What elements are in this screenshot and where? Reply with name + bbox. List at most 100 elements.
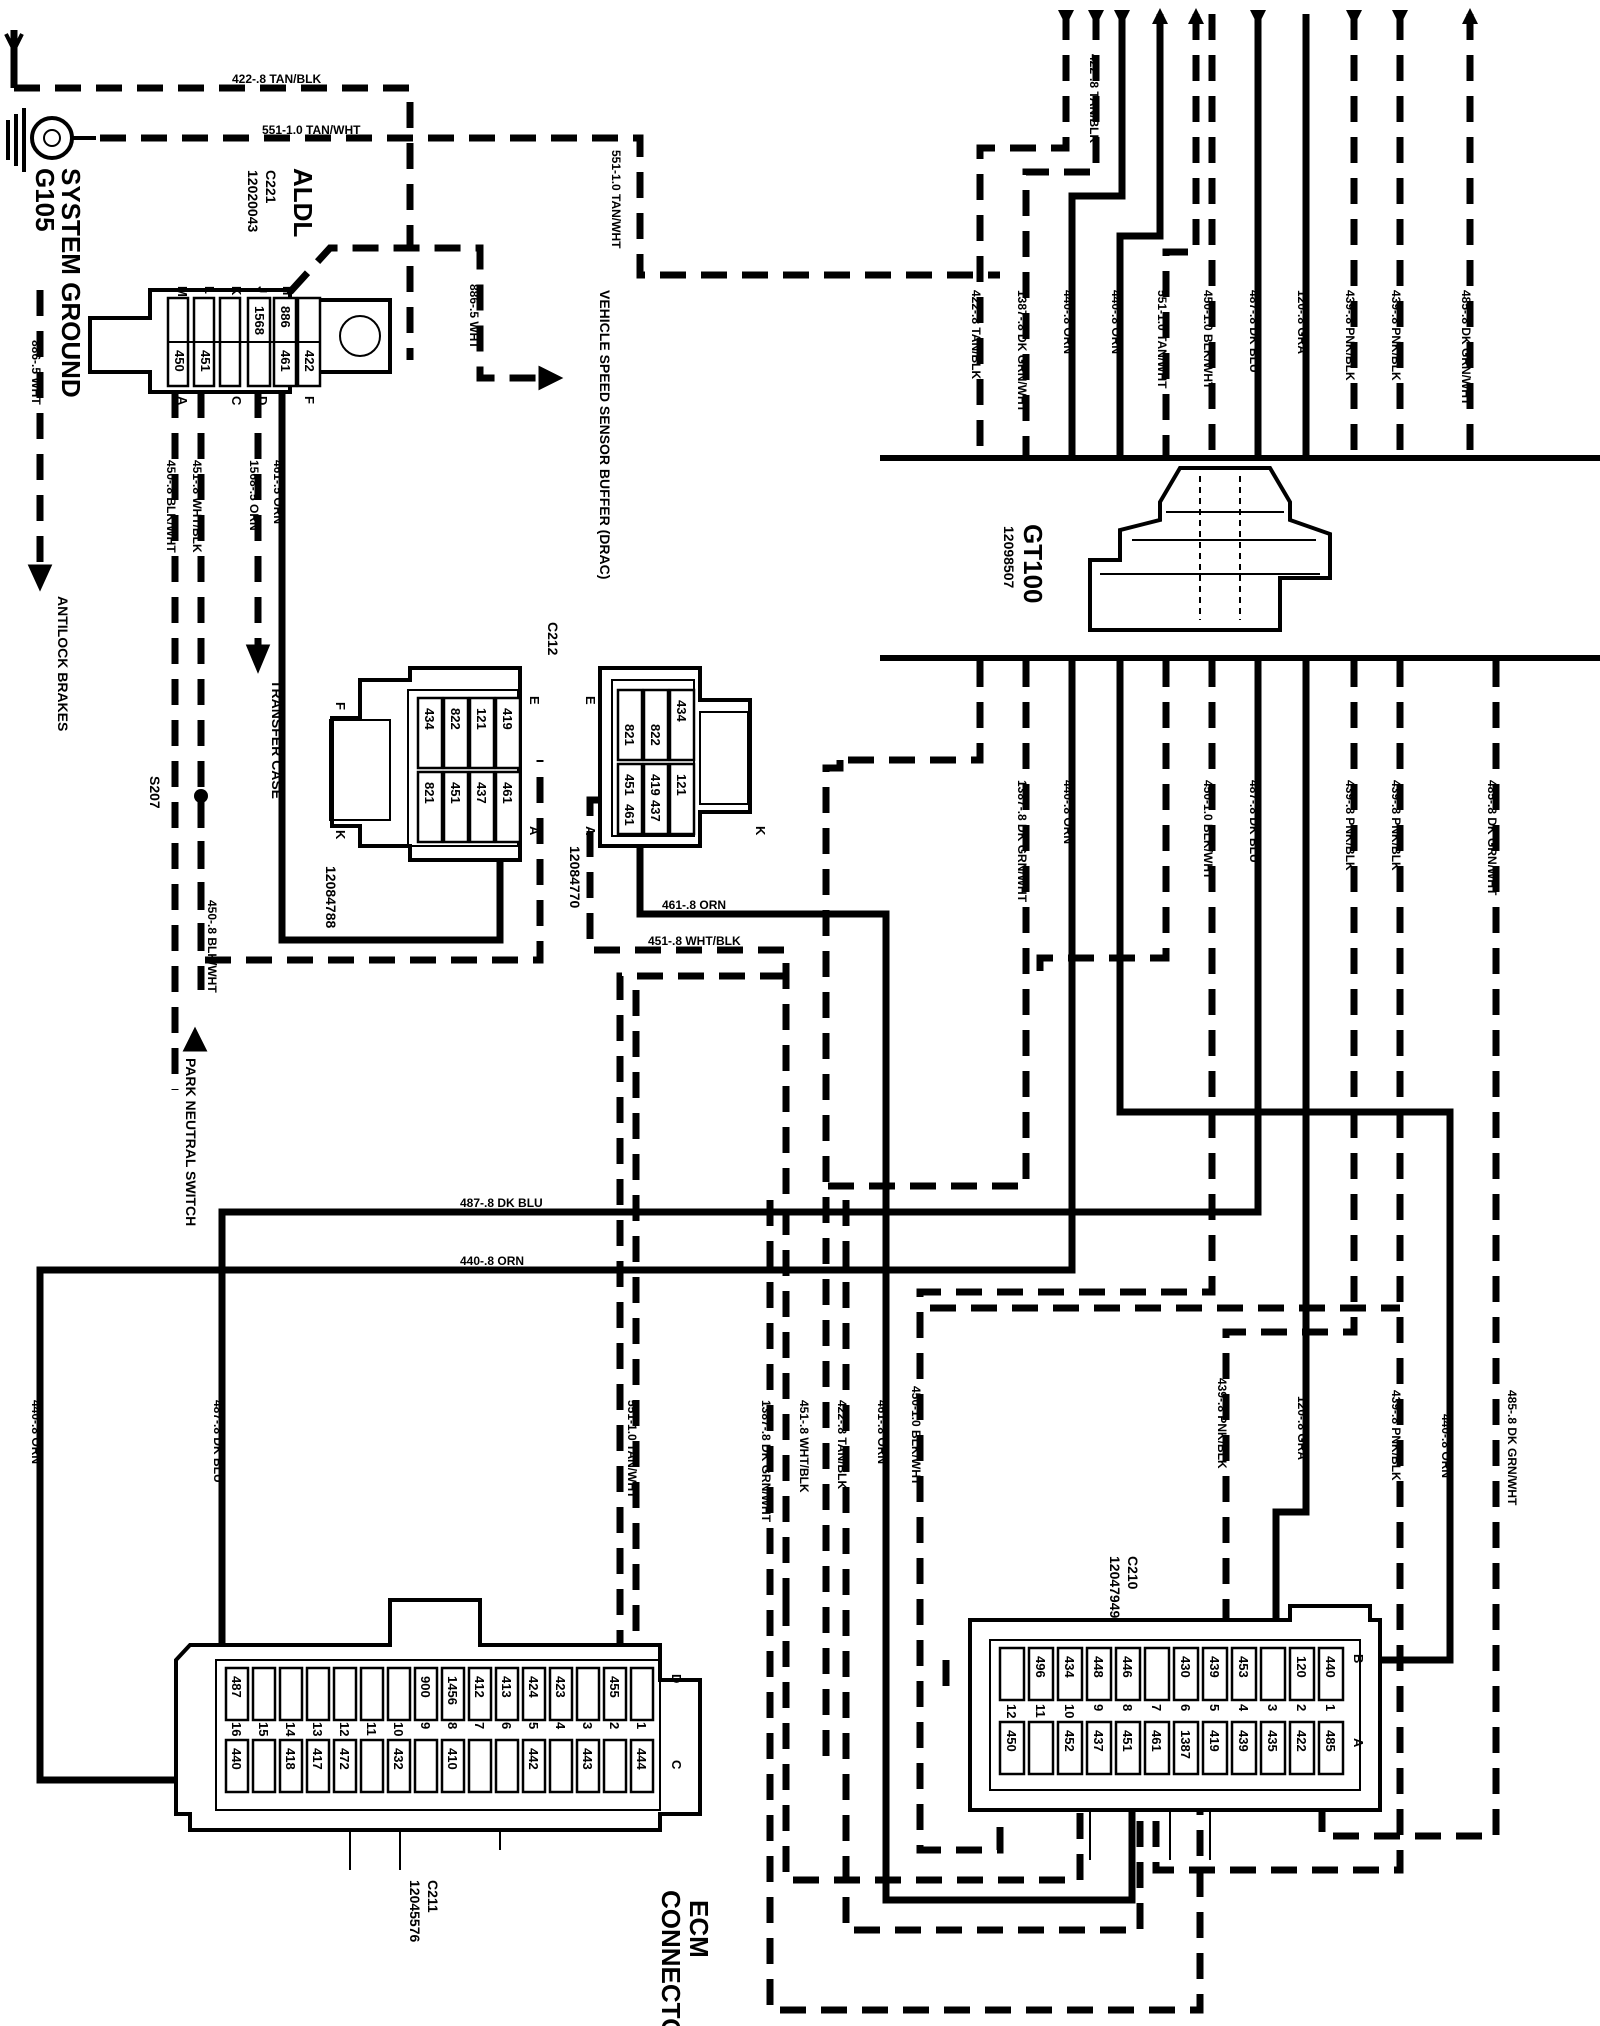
gt100-line-bottom bbox=[880, 655, 1600, 661]
c211-cav-slot bbox=[467, 1738, 493, 1794]
wire-label-439-ecm-a: 439-.8 PNK/BLK bbox=[1215, 1378, 1229, 1469]
c210-cav-slot bbox=[998, 1720, 1026, 1776]
c212r-cav-822: 822 bbox=[648, 724, 663, 746]
c210-cav-slot bbox=[1317, 1720, 1345, 1776]
c210-col-number: 9 bbox=[1091, 1704, 1106, 1711]
c210-cav-slot bbox=[1201, 1720, 1229, 1776]
c212r-cav-461: 461 bbox=[622, 804, 637, 826]
c210-col-number: 5 bbox=[1207, 1704, 1222, 1711]
c210-row-a: A bbox=[1351, 1738, 1366, 1748]
c211-cav-slot bbox=[386, 1738, 412, 1794]
c212-right-cavities bbox=[616, 688, 696, 836]
g105-label: G105 bbox=[30, 168, 60, 232]
c212l-letter-e: E bbox=[527, 696, 542, 705]
wire-886-vss bbox=[287, 244, 540, 382]
c211-pin-d: 455 bbox=[607, 1676, 622, 1698]
wire-1387-ecm bbox=[766, 1200, 1204, 2014]
c210-pin-a: 419 bbox=[1207, 1730, 1222, 1752]
top-arrows bbox=[1058, 8, 1478, 26]
splice-s207 bbox=[194, 789, 208, 803]
c211-cav-slot bbox=[359, 1738, 385, 1794]
c210-pin-a: 437 bbox=[1091, 1730, 1106, 1752]
vss-label: VEHICLE SPEED SENSOR BUFFER (DRAC) bbox=[597, 290, 613, 579]
wire-422-top-bundle bbox=[976, 14, 1070, 455]
wire-label-1387-upper: 1387-.8 DK GRN/WHT bbox=[1015, 290, 1029, 413]
c211-cav-slot bbox=[224, 1738, 250, 1794]
c211-cav-slot bbox=[440, 1738, 466, 1794]
c211-pin-d: 1456 bbox=[445, 1676, 460, 1705]
c211-cav-slot bbox=[386, 1666, 412, 1722]
aldl-letter-h: H bbox=[280, 286, 295, 295]
wire-label-439-ecm-b: 439-.8 PNK/BLK bbox=[1389, 1390, 1403, 1481]
c211-col-number: 13 bbox=[310, 1722, 325, 1736]
c211-pin-c: 444 bbox=[634, 1748, 649, 1770]
wire-551-top bbox=[100, 134, 1000, 279]
c210-cav-slot bbox=[1201, 1646, 1229, 1702]
c221-pn: 12020043 bbox=[245, 170, 261, 233]
c211-col-number: 7 bbox=[472, 1722, 487, 1729]
wire-422-ecm bbox=[842, 1200, 1144, 1934]
c211-col-number: 5 bbox=[526, 1722, 541, 1729]
c210-row-b: B bbox=[1351, 1654, 1366, 1663]
c212l-cav-121: 121 bbox=[474, 708, 489, 730]
wire-440-lower bbox=[36, 661, 1076, 1784]
wire-440-top bbox=[1068, 14, 1126, 455]
wire-label-439-lower-a: 439-.8 PNK/BLK bbox=[1343, 780, 1357, 871]
wire-label-439-lower-b: 439-.8 PNK/BLK bbox=[1389, 780, 1403, 871]
c210-pin-b: 440 bbox=[1323, 1656, 1338, 1678]
wire-487-lower bbox=[218, 661, 1262, 1680]
c211-row-d: D bbox=[669, 1674, 684, 1683]
c211-cav-slot bbox=[548, 1666, 574, 1722]
c211-pin-c: 418 bbox=[283, 1748, 298, 1770]
gt100-connector bbox=[1088, 466, 1332, 632]
c211-col-number: 2 bbox=[607, 1722, 622, 1729]
c210-pin-b: 496 bbox=[1033, 1656, 1048, 1678]
c211-cav-slot bbox=[332, 1666, 358, 1722]
aldl-cav-450: 450 bbox=[172, 350, 187, 372]
wire-label-439-upper-b: 439-.8 PNK/BLK bbox=[1389, 290, 1403, 381]
c210-pin-b: 430 bbox=[1178, 1656, 1193, 1678]
c212l-cav-434: 434 bbox=[422, 708, 437, 730]
c212l-cav-821: 821 bbox=[422, 782, 437, 804]
aldl-label: ALDL bbox=[288, 168, 318, 237]
c210-pin-a: 1387 bbox=[1178, 1730, 1193, 1759]
c210-cav-slot bbox=[1143, 1720, 1171, 1776]
wire-label-450-upper: 450-1.0 BLK/WHT bbox=[1201, 290, 1215, 390]
c211-pin-d: 424 bbox=[526, 1676, 541, 1698]
c211-cav-slot bbox=[251, 1738, 277, 1794]
wire-label-450-ecm: 450-1.0 BLK/WHT bbox=[909, 1386, 923, 1486]
c210-pin-b: 120 bbox=[1294, 1656, 1309, 1678]
c211-cav-slot bbox=[629, 1666, 655, 1722]
wire-451-ecm-left bbox=[616, 972, 786, 1738]
c212l-letter-k: K bbox=[333, 830, 348, 840]
c211-col-number: 6 bbox=[499, 1722, 514, 1729]
wire-label-120-upper: 120-.8 GRA bbox=[1295, 290, 1309, 354]
wire-450-lower bbox=[1036, 661, 1170, 974]
c210-cav-slot bbox=[1172, 1646, 1200, 1702]
c211-pin-d: 413 bbox=[499, 1676, 514, 1698]
c211-col-number: 16 bbox=[229, 1722, 244, 1736]
c211-row-c: C bbox=[669, 1760, 684, 1770]
c210-pin-a: 452 bbox=[1062, 1730, 1077, 1752]
aldl-letter-c: C bbox=[229, 396, 244, 406]
wire-label-422-ecm: 422-.8 TAN/BLK bbox=[835, 1400, 849, 1489]
c212l-cav-461: 461 bbox=[500, 782, 515, 804]
c210-col-number: 4 bbox=[1236, 1704, 1251, 1712]
wire-label-1387-ecm: 1387-.8 DK GRN/WHT bbox=[759, 1400, 773, 1523]
gt100-pn: 12098507 bbox=[1001, 526, 1017, 589]
c211-cav-slot bbox=[224, 1666, 250, 1722]
wire-label-551-vert: 551-1.0 TAN/WHT bbox=[609, 150, 623, 249]
c210-cav-slot bbox=[1056, 1646, 1084, 1702]
wire-label-440-horiz: 440-.8 ORN bbox=[460, 1254, 524, 1268]
aldl-letter-f: F bbox=[302, 396, 317, 404]
wire-551-top-bundle bbox=[1162, 14, 1200, 455]
c211-col-number: 15 bbox=[256, 1722, 271, 1736]
c211-col-number: 14 bbox=[283, 1722, 298, 1737]
wire-label-487-upper: 487-.8 DK BLU bbox=[1247, 290, 1261, 373]
c211-cav-slot bbox=[332, 1738, 358, 1794]
aldl-cav-886: 886 bbox=[278, 306, 293, 328]
wire-label-487-lower: 487-.8 DK BLU bbox=[1247, 780, 1261, 863]
c211-label: C211 bbox=[425, 1880, 441, 1913]
wire-label-886-vss: 886-.5 WHT bbox=[467, 284, 481, 349]
wire-label-440-lower-a: 440-.8 ORN bbox=[1061, 780, 1075, 844]
